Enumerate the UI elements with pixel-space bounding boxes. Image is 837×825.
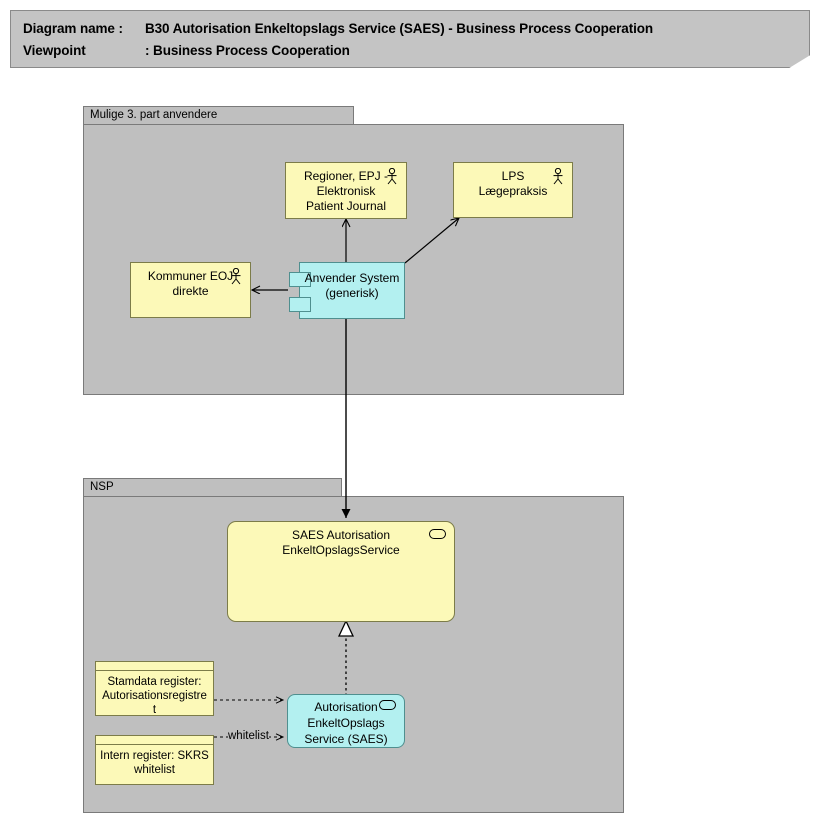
component-icon-tab-bottom: [289, 297, 311, 312]
viewpoint-label: Viewpoint: [23, 43, 86, 58]
data-object-band: [96, 736, 213, 745]
diagram-name-label: Diagram name :: [23, 21, 123, 36]
node-stamdata-register[interactable]: Stamdata register: Autorisationsregistre…: [95, 661, 214, 716]
group-label-third-party: Mulige 3. part anvendere: [90, 109, 218, 121]
viewpoint-line: Viewpoint : Business Process Cooperation: [23, 43, 350, 58]
node-kommuner-eoj[interactable]: Kommuner EOJ direkte: [130, 262, 251, 318]
diagram-title-banner: Diagram name : B30 Autorisation Enkeltops…: [10, 10, 810, 68]
actor-icon: [231, 268, 241, 285]
node-anvender-system[interactable]: Anvender System (generisk): [289, 262, 405, 319]
group-mulige-3-part-anvendere[interactable]: Mulige 3. part anvendere: [83, 106, 624, 395]
node-label-anvender-system: Anvender System (generisk): [304, 271, 400, 300]
node-label-saes-autorisation-enkeltopslagsservice: SAES Autorisation EnkeltOpslagsService: [282, 528, 400, 557]
node-label-autorisation-enkeltopslags-service: Autorisation EnkeltOpslags Service (SAES…: [304, 700, 388, 746]
viewpoint-value: : Business Process Cooperation: [145, 43, 350, 58]
actor-icon: [553, 168, 563, 185]
group-tab-third-party: Mulige 3. part anvendere: [83, 106, 354, 125]
service-icon: [429, 529, 446, 539]
node-autorisation-enkeltopslags-service[interactable]: Autorisation EnkeltOpslags Service (SAES…: [287, 694, 405, 748]
node-skrs-whitelist-register[interactable]: Intern register: SKRS whitelist: [95, 735, 214, 785]
node-label-stamdata-register: Stamdata register: Autorisationsregistre…: [102, 676, 207, 716]
node-label-kommuner-eoj: Kommuner EOJ direkte: [147, 269, 234, 298]
diagram-name-value: B30 Autorisation Enkeltopslags Service (…: [145, 21, 654, 36]
group-label-nsp: NSP: [90, 481, 114, 493]
group-tab-nsp: NSP: [83, 478, 342, 497]
service-icon: [379, 700, 396, 710]
node-lps-laegepraksis[interactable]: LPS Lægepraksis: [453, 162, 573, 218]
node-regioner-epj[interactable]: Regioner, EPJ - Elektronisk Patient Jour…: [285, 162, 407, 219]
actor-icon: [387, 168, 397, 185]
node-label-lps-laegepraksis: LPS Lægepraksis: [478, 169, 548, 198]
node-label-regioner-epj: Regioner, EPJ - Elektronisk Patient Jour…: [303, 169, 389, 213]
node-label-skrs-whitelist-register: Intern register: SKRS whitelist: [100, 750, 209, 776]
diagram-name-line: Diagram name : B30 Autorisation Enkeltops…: [23, 21, 653, 36]
data-object-band: [96, 662, 213, 671]
component-icon-tab-top: [289, 272, 311, 287]
edge-label-whitelist: whitelist: [228, 730, 269, 742]
node-saes-autorisation-enkeltopslagsservice[interactable]: SAES Autorisation EnkeltOpslagsService: [227, 521, 455, 622]
